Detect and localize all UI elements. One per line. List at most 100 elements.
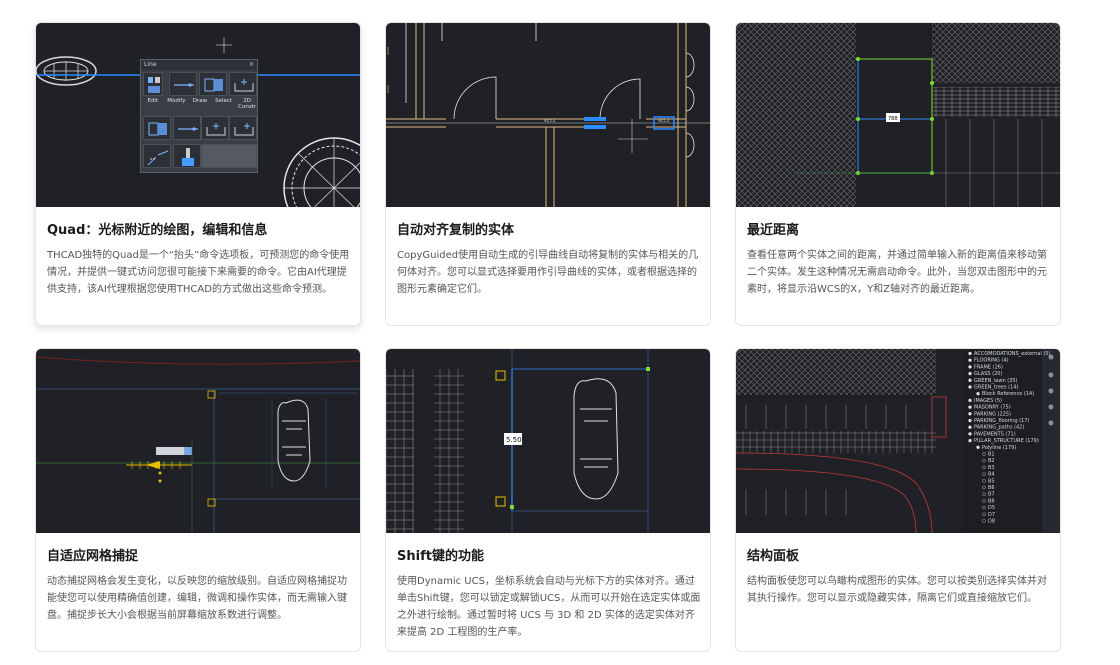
distance-value: 788	[888, 116, 898, 122]
tree-item-label[interactable]: B7	[988, 492, 995, 498]
select-tool-icon[interactable]	[229, 72, 257, 96]
tree-visibility-icon[interactable]	[982, 512, 986, 517]
tree-item-label[interactable]: ACCOMODATIONS_external (5)	[974, 351, 1050, 357]
tree-visibility-icon[interactable]	[982, 458, 986, 463]
tree-visibility-icon[interactable]	[968, 405, 972, 409]
line-tool-icon[interactable]	[169, 72, 197, 96]
quad-label-draw[interactable]: Draw	[192, 98, 208, 104]
nearest-distance-screenshot: 788	[736, 23, 1060, 207]
card-description: 查看任意两个实体之间的距离，并通过简单输入新的距离值来移动第二个实体。发生这种情…	[747, 250, 1047, 295]
card-description: 动态捕捉网格会发生变化，以反映您的缩放级别。自适应网格捕捉功能使您可以使用精确值…	[47, 576, 347, 621]
quad-label-modify[interactable]: Modify	[167, 98, 186, 104]
tree-visibility-icon[interactable]	[982, 492, 986, 496]
polyline-icon[interactable]	[143, 144, 171, 168]
quad-palette[interactable]: Line × Edit Modify Draw	[140, 59, 258, 173]
tree-item-label[interactable]: B3	[988, 465, 995, 471]
copy-guided-screenshot: 915.2 915.2	[386, 23, 710, 207]
quad-title-bar: Line ×	[141, 60, 257, 70]
dynamic-ucs-screenshot: 5.50	[386, 349, 710, 533]
tree-item-label[interactable]: MASONRY (75)	[974, 405, 1011, 411]
card-title: 自动对齐复制的实体	[397, 223, 515, 238]
tree-visibility-icon[interactable]	[968, 378, 972, 382]
feature-card-copy-guided[interactable]: 915.2 915.2 自动对齐复制的实体 CopyGuided使用自动生成的引…	[385, 22, 711, 326]
feature-card-adaptive-grid[interactable]: 自适应网格捕捉 动态捕捉网格会发生变化，以反映您的缩放级别。自适应网格捕捉功能使…	[35, 348, 361, 652]
tree-visibility-icon[interactable]	[982, 472, 986, 476]
brush-icon[interactable]	[173, 144, 201, 168]
tree-item-label[interactable]: FLOORING (4)	[974, 358, 1009, 364]
tree-visibility-icon[interactable]	[976, 392, 980, 396]
tree-item-label[interactable]: IMAGES (5)	[974, 398, 1002, 404]
dim-label-left: 915.2	[544, 118, 556, 123]
card-description: CopyGuided使用自动生成的引导曲线自动将复制的实体与相关的几何体对齐。您…	[397, 250, 699, 295]
quad-category-labels: Edit Modify Draw Select 2D Constr	[141, 98, 259, 110]
tree-item-label[interactable]: PAVEMENTS (71)	[974, 431, 1016, 437]
tree-item-label[interactable]: FRAME (26)	[974, 364, 1003, 370]
tree-visibility-icon[interactable]	[968, 351, 972, 356]
tree-item-label[interactable]: GLASS (20)	[974, 371, 1002, 377]
tree-visibility-icon[interactable]	[968, 418, 972, 423]
card-title: Quad：光标附近的绘图，编辑和信息	[47, 223, 268, 238]
tree-item-label[interactable]: D8	[988, 519, 995, 525]
mirror-copy-icon[interactable]	[143, 116, 171, 140]
extend-line-icon[interactable]	[173, 116, 201, 140]
tree-visibility-icon[interactable]	[968, 412, 972, 416]
tree-visibility-icon[interactable]	[968, 365, 972, 369]
tree-item-label[interactable]: B4	[988, 472, 995, 478]
quad-label-select[interactable]: Select	[215, 98, 233, 104]
rectangle-select-icon[interactable]	[201, 116, 229, 140]
feature-card-structure-panel[interactable]: ACCOMODATIONS_external (5)FLOORING (4)FR…	[735, 348, 1061, 652]
edit-tool-icon[interactable]	[143, 72, 163, 96]
tree-item-label[interactable]: B8	[988, 498, 995, 504]
tree-item-label[interactable]: PILLAR_STRUCTURE (179)	[974, 438, 1039, 444]
tree-visibility-icon[interactable]	[982, 519, 986, 523]
structure-tree[interactable]: ACCOMODATIONS_external (5)FLOORING (4)FR…	[968, 351, 1051, 525]
tree-visibility-icon[interactable]	[982, 479, 986, 483]
close-icon[interactable]: ×	[248, 61, 254, 68]
tree-item-label[interactable]: D5	[988, 505, 995, 511]
tree-item-label[interactable]: PARKING (225)	[974, 411, 1011, 417]
tree-visibility-icon[interactable]	[968, 432, 972, 436]
quad-label-2d-constr[interactable]: 2D Constr	[238, 98, 257, 110]
tree-visibility-icon[interactable]	[976, 445, 980, 450]
card-title: 自适应网格捕捉	[47, 549, 139, 564]
tree-visibility-icon[interactable]	[968, 358, 972, 362]
tree-item-label[interactable]: B2	[988, 458, 995, 464]
mirror-tool-icon[interactable]	[199, 72, 227, 96]
add-select-icon[interactable]	[229, 116, 257, 140]
tree-visibility-icon[interactable]	[968, 385, 972, 389]
tree-visibility-icon[interactable]	[968, 438, 972, 443]
quad-screenshot: Line × Edit Modify Draw	[36, 23, 360, 207]
tree-item-label[interactable]: D7	[988, 512, 995, 518]
tree-visibility-icon[interactable]	[982, 485, 986, 490]
tree-visibility-icon[interactable]	[968, 425, 972, 429]
tree-visibility-icon[interactable]	[982, 505, 986, 510]
tree-visibility-icon[interactable]	[982, 499, 986, 503]
adaptive-grid-screenshot	[36, 349, 360, 533]
tree-item-label[interactable]: Polyline (179)	[982, 445, 1016, 451]
tree-item-label[interactable]: PARKING_flooring (17)	[974, 418, 1029, 424]
tree-item-label[interactable]: Block Reference (14)	[982, 391, 1034, 397]
card-description: THCAD独特的Quad是一个“抬头”命令选项板，可预测您的命令使用情况，并提供…	[47, 250, 350, 295]
dim-label-right: 915.2	[658, 118, 670, 123]
card-title: 结构面板	[747, 549, 800, 564]
tree-visibility-icon[interactable]	[982, 465, 986, 470]
tree-item-label[interactable]: GREEN_trees (14)	[974, 385, 1018, 391]
tree-item-label[interactable]: PARKING_paths (42)	[974, 425, 1024, 431]
quad-empty-slot	[201, 144, 257, 168]
tree-item-label[interactable]: B5	[988, 478, 995, 484]
feature-card-nearest-distance[interactable]: 788 最近距离 查看任意两个实体之间的距离，并通过简单输入新的距离值来移动第二…	[735, 22, 1061, 326]
tree-item-label[interactable]: B6	[988, 485, 995, 491]
card-title: 最近距离	[747, 223, 800, 238]
tree-item-label[interactable]: GREEN_lawn (35)	[974, 378, 1018, 384]
feature-card-quad[interactable]: Line × Edit Modify Draw	[35, 22, 361, 326]
card-description: 使用Dynamic UCS，坐标系统会自动与光标下方的实体对齐。通过单击Shif…	[397, 576, 701, 638]
tree-visibility-icon[interactable]	[968, 398, 972, 403]
feature-card-dynamic-ucs[interactable]: 5.50 Shift键的功能 使用Dynamic UCS，坐标系统会自动与光标下…	[385, 348, 711, 652]
card-title: Shift键的功能	[397, 549, 484, 564]
structure-panel-screenshot: ACCOMODATIONS_external (5)FLOORING (4)FR…	[736, 349, 1060, 533]
tree-item-label[interactable]: B1	[988, 452, 995, 458]
tree-visibility-icon[interactable]	[968, 371, 972, 376]
quad-label-edit[interactable]: Edit	[147, 98, 159, 104]
tree-visibility-icon[interactable]	[982, 452, 986, 456]
